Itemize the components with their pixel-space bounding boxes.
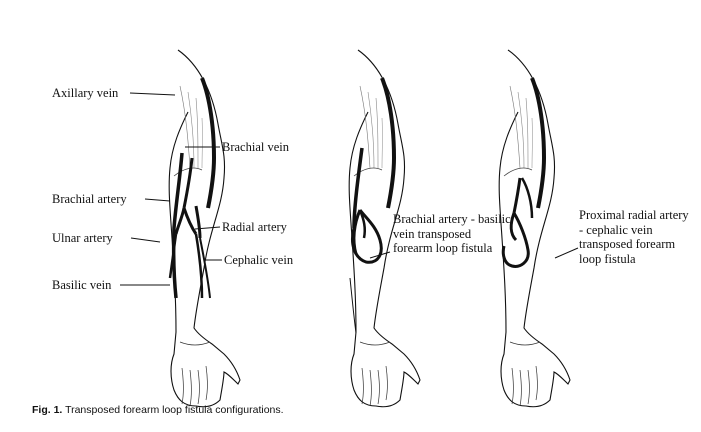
arm-diagram-radial-cephalic <box>497 48 572 409</box>
label-brachial-artery: Brachial artery <box>52 192 127 206</box>
caption-prefix: Fig. 1. <box>32 404 63 416</box>
label-leader-lines <box>120 92 579 286</box>
arm-diagram-brachial-basilic <box>347 48 422 409</box>
config-description-radial-cephalic: Proximal radial artery - cephalic vein t… <box>579 208 689 266</box>
config-description-brachial-basilic: Brachial artery - basilic vein transpose… <box>393 212 511 255</box>
caption-text: Transposed forearm loop fistula configur… <box>62 404 284 416</box>
label-axillary-vein: Axillary vein <box>52 86 119 100</box>
label-brachial-vein: Brachial vein <box>222 140 289 154</box>
figure-caption: Fig. 1. Transposed forearm loop fistula … <box>32 404 284 416</box>
label-radial-artery: Radial artery <box>222 220 287 234</box>
label-cephalic-vein: Cephalic vein <box>224 253 294 267</box>
arm-diagram-anatomy <box>167 48 242 409</box>
label-basilic-vein: Basilic vein <box>52 278 112 292</box>
label-ulnar-artery: Ulnar artery <box>52 231 113 245</box>
